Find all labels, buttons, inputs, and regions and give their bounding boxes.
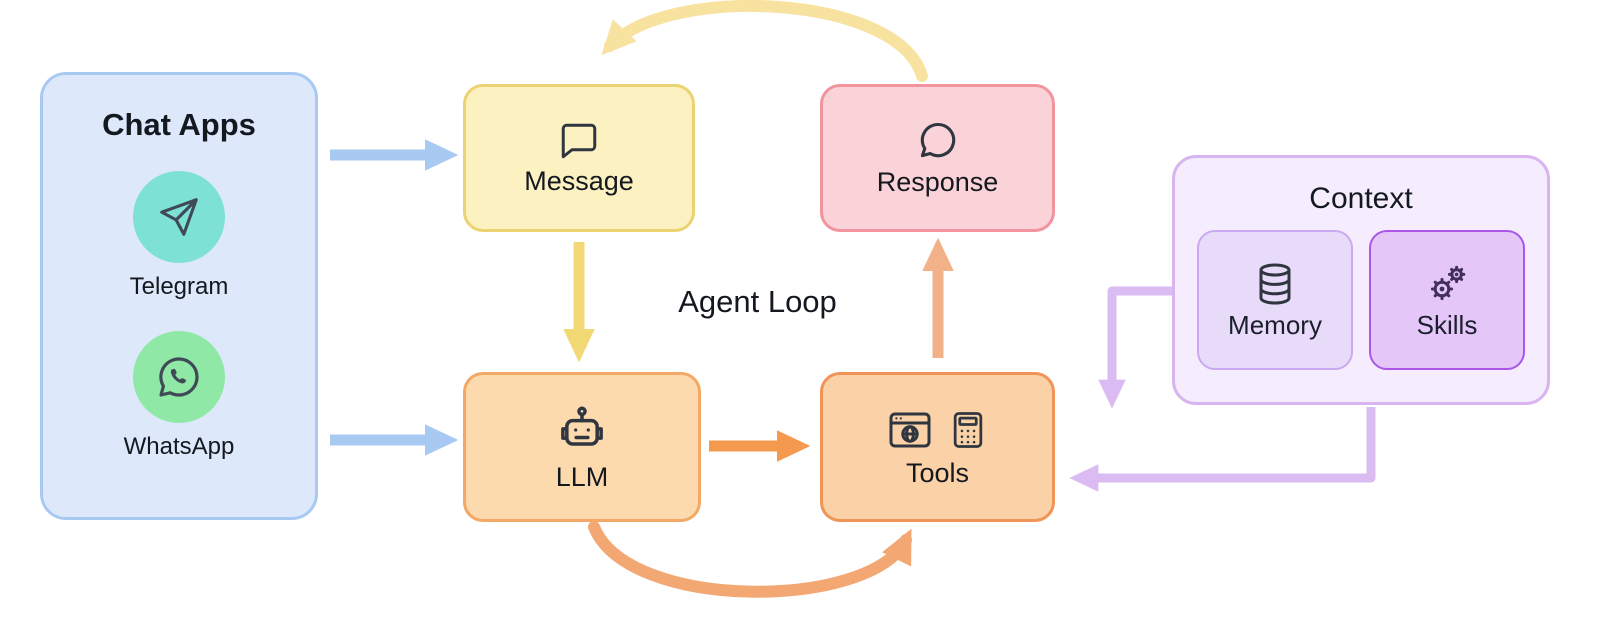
database-icon (1251, 260, 1299, 308)
memory-label: Memory (1228, 309, 1322, 340)
calculator-icon (946, 408, 990, 452)
chat-apps-group: Chat Apps Telegram WhatsApp (40, 72, 318, 520)
chat-bubble-icon (916, 119, 960, 163)
llm-label: LLM (555, 461, 609, 492)
arrow-context-to-tools-left (1069, 407, 1376, 492)
arrow-context-to-tools-down (1098, 286, 1172, 409)
browser-globe-icon (886, 406, 934, 454)
tools-icons (886, 406, 990, 454)
telegram-item: Telegram (129, 143, 229, 301)
context-title: Context (1309, 182, 1413, 215)
message-node: Message (463, 84, 695, 232)
tools-label: Tools (905, 457, 970, 488)
llm-node: LLM (463, 372, 701, 522)
response-node: Response (820, 84, 1055, 232)
arrow-llm-to-tools-curve (588, 521, 912, 598)
skills-label: Skills (1416, 309, 1478, 340)
whatsapp-icon (133, 331, 225, 423)
message-label: Message (524, 165, 634, 196)
telegram-icon (133, 171, 225, 263)
whatsapp-label: WhatsApp (123, 433, 235, 460)
robot-icon (554, 402, 610, 458)
context-row: Memory Skills (1175, 216, 1547, 370)
chat-apps-title: Chat Apps (102, 107, 256, 142)
gears-icon (1423, 260, 1471, 308)
memory-node: Memory (1197, 230, 1353, 370)
telegram-label: Telegram (129, 273, 229, 300)
agent-loop-title: Agent Loop (678, 284, 837, 319)
arrow-response-to-message-curve (601, 0, 928, 82)
tools-node: Tools (820, 372, 1055, 522)
chat-square-icon (558, 120, 600, 162)
context-group: Context Memory (1172, 155, 1550, 405)
response-label: Response (876, 166, 999, 197)
skills-node: Skills (1369, 230, 1525, 370)
whatsapp-item: WhatsApp (123, 301, 235, 461)
